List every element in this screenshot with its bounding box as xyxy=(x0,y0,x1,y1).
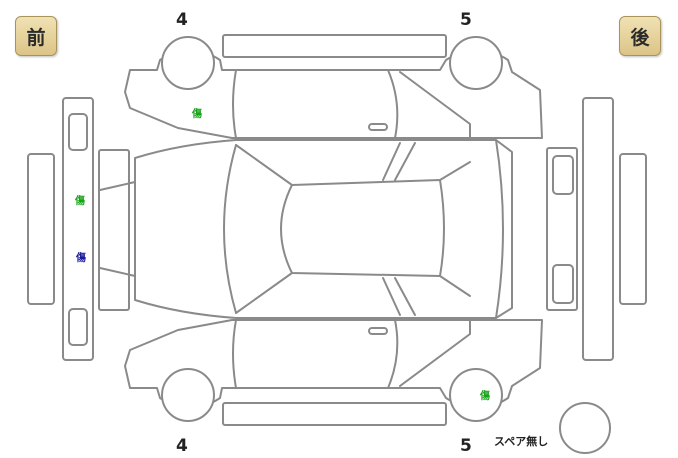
spare-tire-label: スペア無し xyxy=(494,435,549,448)
rear-bumper-inner xyxy=(582,97,614,361)
rear-badge: 後 xyxy=(619,16,661,56)
rear-bumper-outer xyxy=(619,153,647,305)
rear-light-bottom xyxy=(552,264,574,304)
roof xyxy=(280,179,445,277)
damage-mark[interactable]: 傷 xyxy=(75,196,85,207)
damage-mark[interactable]: 傷 xyxy=(480,391,490,402)
front-grille xyxy=(98,149,130,311)
front-bumper-inner xyxy=(62,97,94,361)
wheel-bottom-right xyxy=(449,368,503,422)
damage-mark[interactable]: 傷 xyxy=(76,253,86,264)
front-light-top xyxy=(68,113,88,151)
wheel-number-bottom-right: 5 xyxy=(460,436,472,456)
wheel-top-right xyxy=(449,36,503,90)
top-view-body xyxy=(134,139,513,319)
damage-mark[interactable]: 傷 xyxy=(192,109,202,120)
wheel-top-left xyxy=(161,36,215,90)
front-badge: 前 xyxy=(15,16,57,56)
spare-tire-circle xyxy=(559,402,611,454)
wheel-number-top-right: 5 xyxy=(460,10,472,30)
bottom-side-bumper xyxy=(222,402,447,426)
top-side-bumper xyxy=(222,34,447,58)
wheel-number-top-left: 4 xyxy=(176,10,188,30)
wheel-bottom-left xyxy=(161,368,215,422)
rear-panel xyxy=(546,147,578,311)
front-bumper-outer xyxy=(27,153,55,305)
front-light-bottom xyxy=(68,308,88,346)
rear-light-top xyxy=(552,155,574,195)
wheel-number-bottom-left: 4 xyxy=(176,436,188,456)
